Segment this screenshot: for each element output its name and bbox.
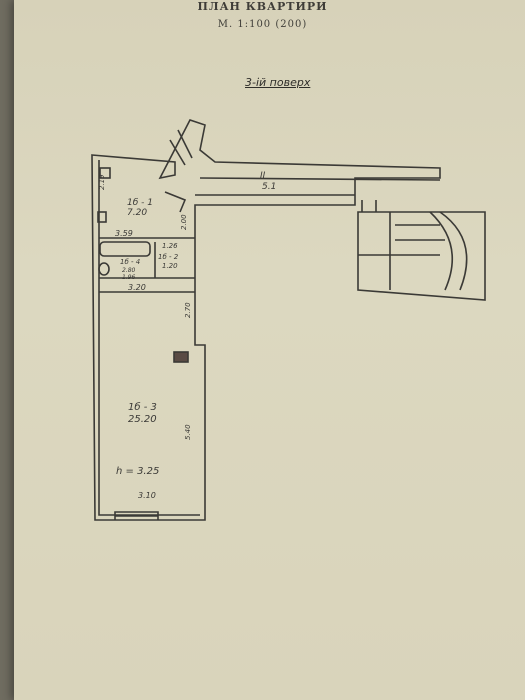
staircase-steps — [358, 211, 468, 291]
bathtub-icon — [99, 241, 151, 257]
room3-area: 25.20 — [128, 414, 157, 425]
room3-label: 1б - 3 — [128, 401, 157, 413]
dim-room3-top: 3.20 — [128, 283, 146, 292]
window-bottom — [114, 511, 159, 520]
dim-room2-width: 1.26 — [162, 242, 178, 250]
floor-label: 3-ій поверх — [245, 76, 311, 89]
dim-room1-width: 3.59 — [115, 229, 133, 238]
dim-side-left: 2.19 — [98, 174, 106, 190]
scale-label: М. 1:100 (200) — [217, 19, 308, 30]
door-marker-icon — [173, 351, 189, 363]
sink-icon — [97, 211, 107, 223]
apartment-inner-wall — [98, 160, 200, 516]
document-title: ПЛАН КВАРТИРИ — [197, 0, 328, 13]
corridor-area: 5.1 — [262, 182, 276, 192]
staircase-outline — [357, 211, 486, 301]
dim-room3-side: 5.40 — [184, 424, 192, 440]
room4-label: 1б - 4 — [120, 258, 140, 266]
apartment-outer-wall — [91, 119, 441, 521]
corridor-lines — [195, 177, 441, 196]
toilet-icon — [98, 262, 110, 276]
ceiling-height: h = 3.25 — [116, 466, 159, 477]
dim-small-side: 2.70 — [184, 302, 192, 318]
room4-sub-dimension: 1.96 — [122, 274, 136, 281]
staircase-lines — [361, 200, 377, 212]
room2-area: 1.20 — [162, 262, 178, 270]
stove-icon — [99, 167, 111, 179]
room2-label: 1б - 2 — [158, 253, 179, 261]
stair-hatch — [169, 129, 193, 166]
room1-label: 1б - 1 — [127, 198, 153, 208]
room1-area: 7.20 — [127, 208, 147, 218]
room4-area: 2.80 — [122, 267, 136, 274]
dim-room3-bottom: 3.10 — [138, 491, 156, 500]
corridor-label: II — [260, 171, 266, 181]
entry-door — [164, 191, 187, 213]
dim-side-mid: 2.00 — [180, 214, 188, 230]
